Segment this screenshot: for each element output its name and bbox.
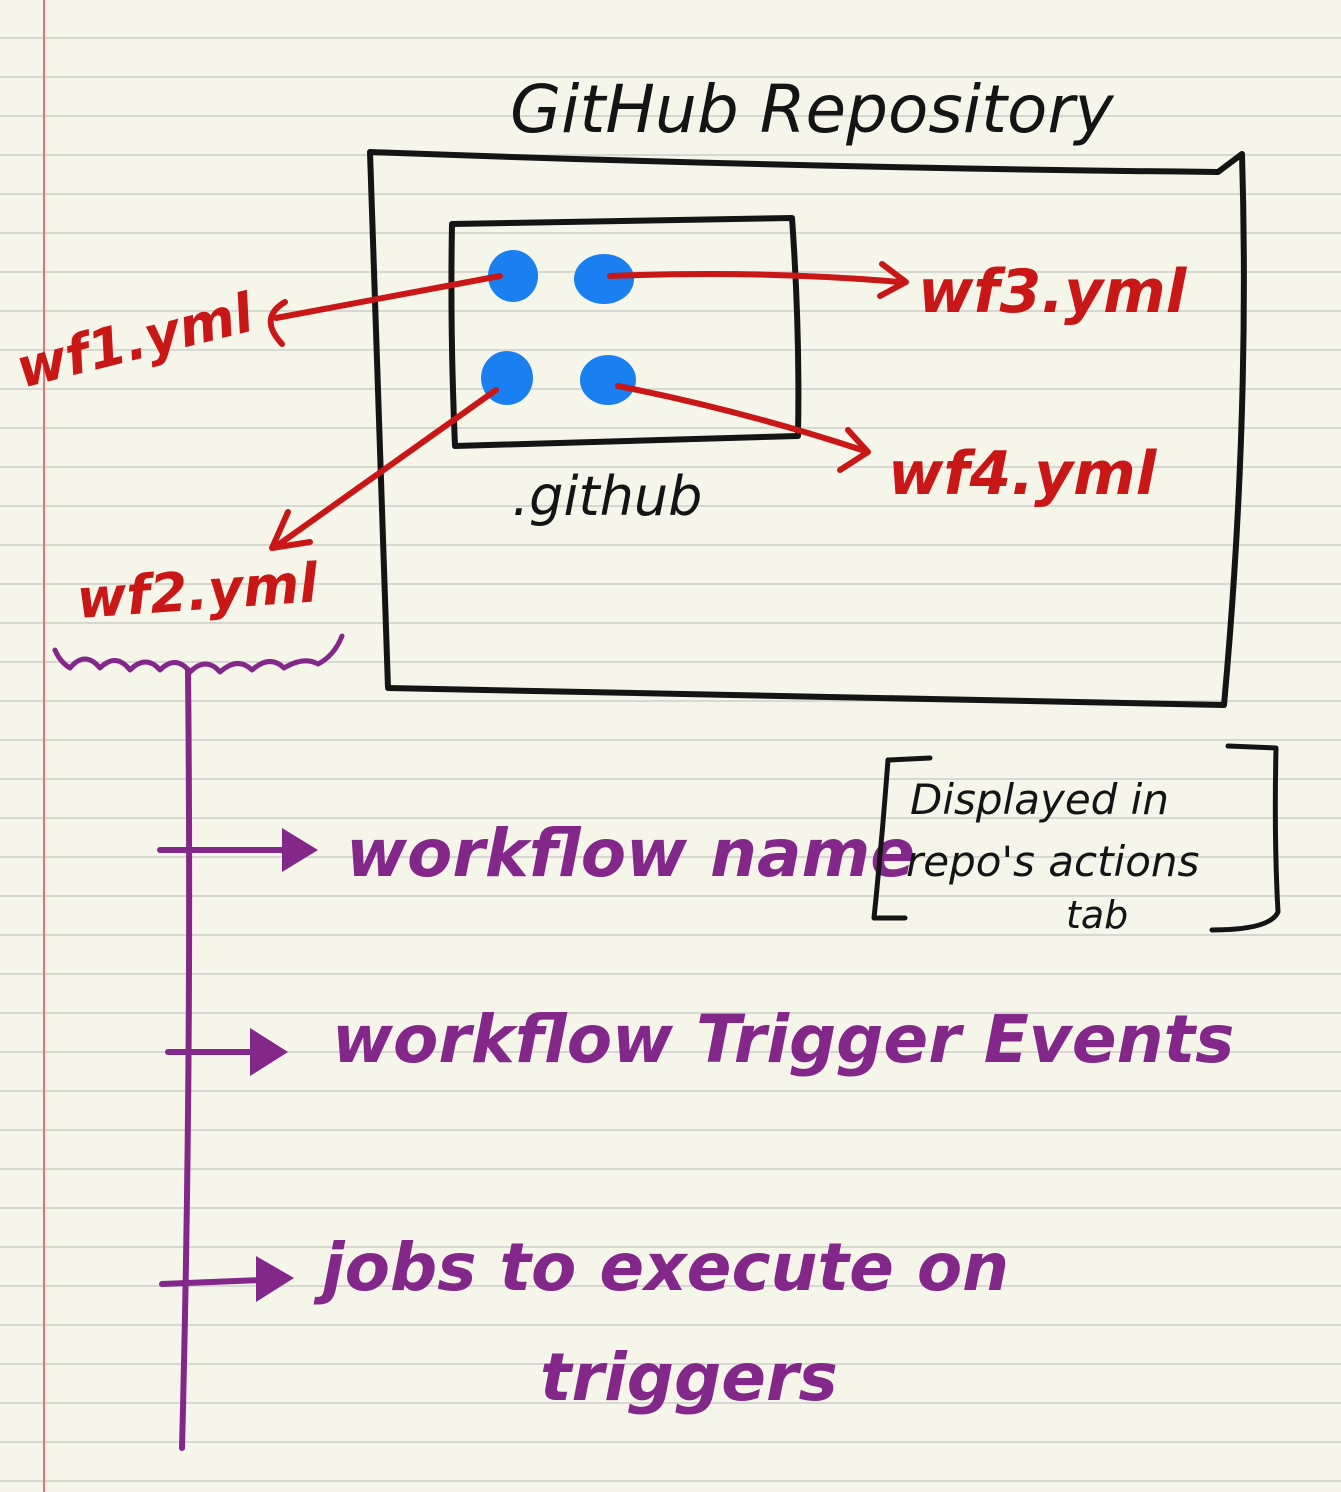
- note-line-1: Displayed in: [910, 775, 1169, 824]
- workflow-label-wf3: wf3.yml: [918, 257, 1188, 327]
- github-folder-label: .github: [512, 465, 702, 528]
- structure-trunk: [179, 667, 193, 1451]
- repository-box: [367, 149, 1247, 708]
- arrow-head-wf3: [877, 261, 909, 299]
- note-line-3: tab: [1066, 893, 1128, 937]
- branch-arrowhead-1: [282, 828, 318, 872]
- workflow-label-wf1: wf1.yml: [10, 281, 261, 401]
- note-bracket-right: [1209, 743, 1281, 933]
- workflow-label-wf2: wf2.yml: [75, 551, 322, 631]
- arrow-head-wf4: [837, 427, 871, 473]
- structure-item-workflow-name: workflow name: [346, 815, 915, 892]
- structure-item-jobs: jobs to execute on: [313, 1229, 1009, 1306]
- workflow-dot-3: [574, 254, 634, 304]
- note-line-2: repo's actions: [906, 837, 1199, 886]
- note-bracket-left: [871, 755, 933, 921]
- wf2-brace: [52, 633, 345, 675]
- diagram-title: GitHub Repository: [510, 71, 1115, 148]
- workflow-dot-1: [488, 250, 538, 302]
- workflow-dot-4: [580, 355, 636, 405]
- structure-item-triggers: triggers: [540, 1339, 838, 1416]
- branch-arrowhead-2: [250, 1028, 288, 1076]
- notebook-margin-line: [43, 0, 45, 1492]
- arrow-to-wf4: [615, 383, 865, 453]
- arrow-to-wf2: [275, 387, 499, 548]
- arrow-to-wf1: [273, 273, 503, 321]
- arrow-to-wf3: [607, 271, 903, 285]
- branch-arrowhead-3: [256, 1256, 294, 1302]
- arrow-head-wf1: [267, 299, 288, 347]
- branch-line-3: [159, 1277, 265, 1287]
- arrow-head-wf2: [269, 509, 313, 551]
- structure-item-trigger-events: workflow Trigger Events: [332, 1001, 1234, 1078]
- workflow-label-wf4: wf4.yml: [888, 439, 1158, 509]
